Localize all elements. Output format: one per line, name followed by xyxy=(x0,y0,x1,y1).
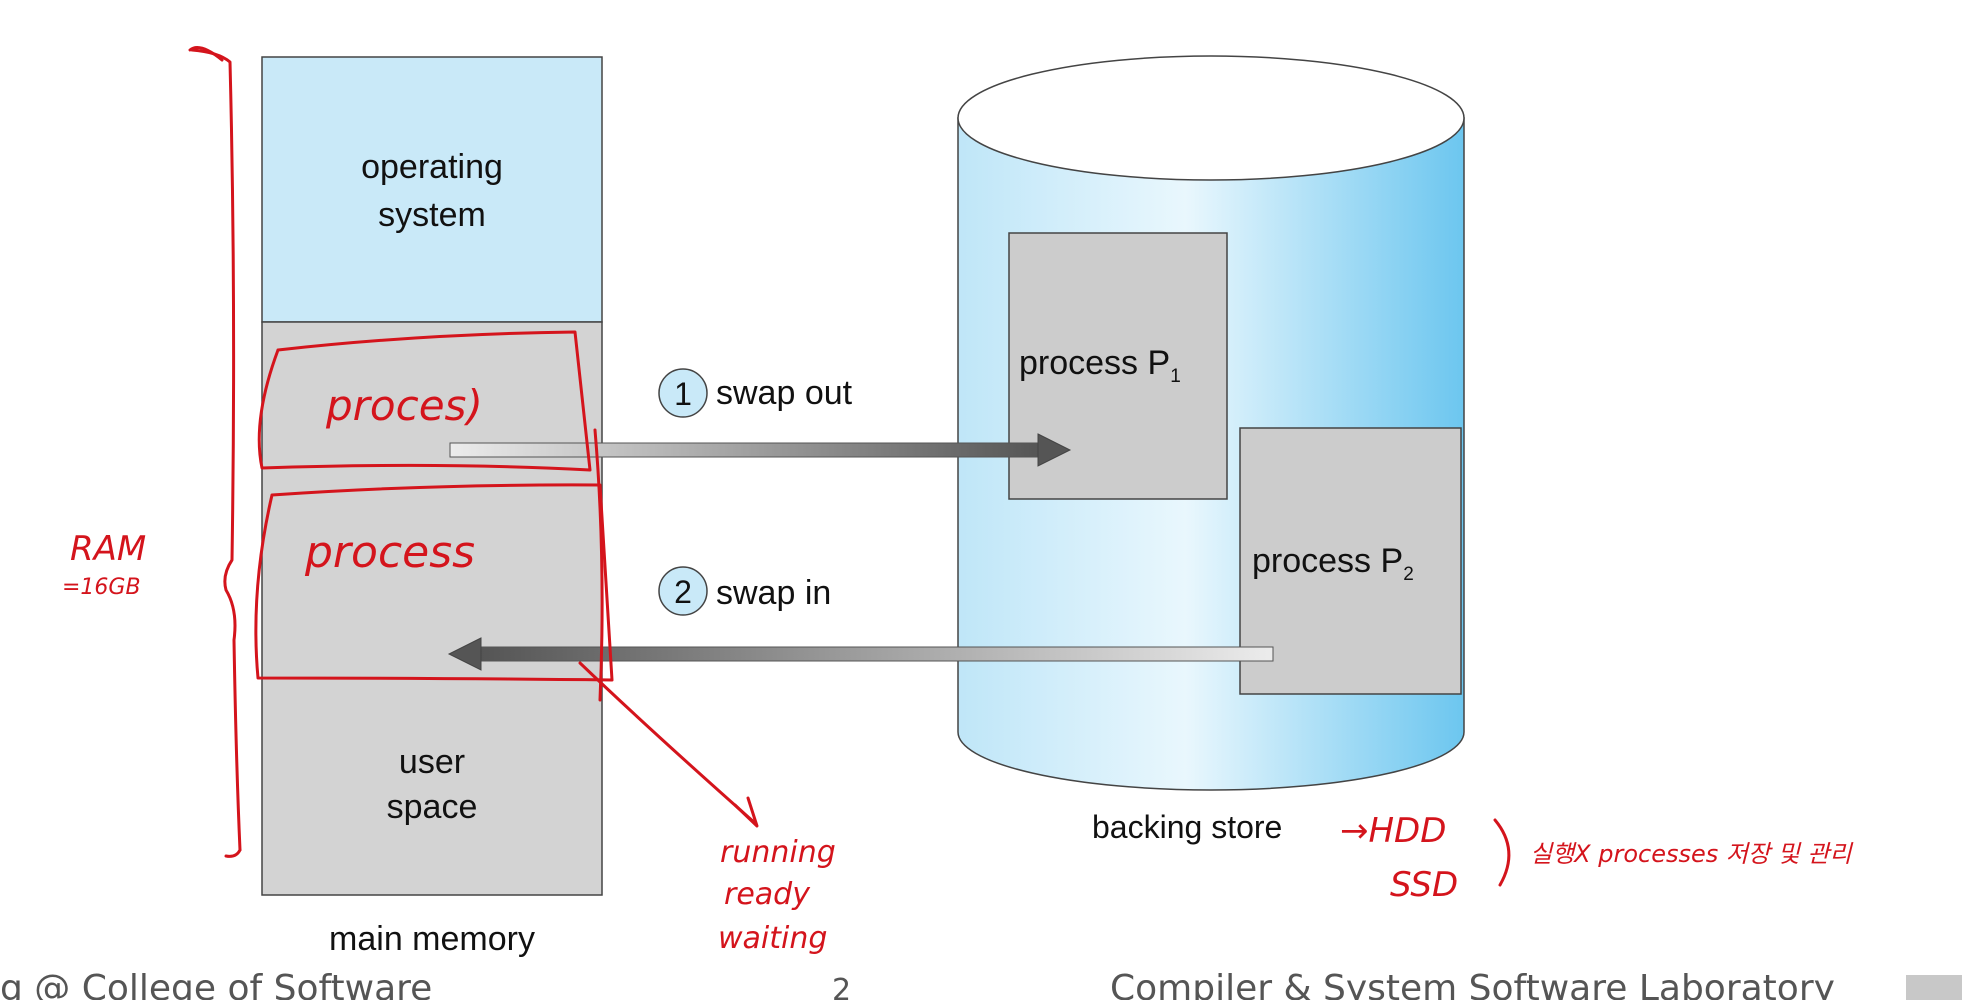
footer-corner-block xyxy=(1906,975,1962,1000)
cylinder-top xyxy=(957,55,1465,181)
swap-in-label: swap in xyxy=(716,574,831,612)
process-box-b xyxy=(254,483,614,682)
storage-note-hdd: →HDD xyxy=(1340,811,1446,851)
state-pointer-head xyxy=(733,796,759,828)
user-space-label-line1: user xyxy=(399,743,465,781)
ram-note-line2: =16GB xyxy=(62,575,141,600)
footer-right: Compiler & System Software Laboratory xyxy=(1110,968,1835,1000)
process-box-a xyxy=(257,330,592,472)
storage-bracket xyxy=(1493,818,1511,887)
process-p1-label: process P1 xyxy=(1019,344,1181,387)
ram-brace-top xyxy=(188,46,224,62)
step-2-badge xyxy=(658,566,708,616)
handwritten-text: RAM =16GB proces) process running ready … xyxy=(62,381,1853,956)
step-2-number: 2 xyxy=(674,574,692,610)
slide-footer: g @ College of Software 2 Compiler & Sys… xyxy=(0,968,1962,1000)
swap-out-label: swap out xyxy=(716,374,853,412)
user-space-label-line2: space xyxy=(387,788,478,826)
os-label-line1: operating xyxy=(361,148,503,186)
step-1-number: 1 xyxy=(674,376,692,412)
process-p2-box xyxy=(1239,427,1462,695)
ram-brace xyxy=(190,48,242,852)
ram-note-line1: RAM xyxy=(70,529,146,569)
user-space-region xyxy=(261,321,603,896)
state-note-waiting: waiting xyxy=(718,921,827,956)
storage-note-ssd: SSD xyxy=(1390,865,1458,905)
handwritten-annotations xyxy=(188,46,1511,887)
ram-brace-bottom xyxy=(224,848,242,858)
process-note-b: process xyxy=(304,527,475,578)
main-memory-caption: main memory xyxy=(329,920,535,958)
footer-left: g @ College of Software xyxy=(0,968,432,1000)
state-note-running: running xyxy=(720,835,836,870)
state-pointer xyxy=(578,661,757,825)
step-1-badge xyxy=(658,368,708,418)
operating-system-region xyxy=(261,56,603,323)
backing-store-caption: backing store xyxy=(1092,809,1282,845)
main-memory: operating system user space main memory xyxy=(261,56,603,958)
footer-page-number: 2 xyxy=(832,973,851,1000)
state-note-ready: ready xyxy=(724,877,811,912)
process-box-c xyxy=(593,428,604,702)
swap-in-arrow xyxy=(447,637,1274,671)
storage-note-description: 실행X processes 저장 및 관리 xyxy=(1530,840,1853,868)
swap-in-step: 2 swap in xyxy=(658,566,831,616)
process-p2-label: process P2 xyxy=(1252,542,1414,585)
os-label-line2: system xyxy=(378,196,486,234)
process-note-a: proces) xyxy=(325,381,483,430)
swap-out-step: 1 swap out xyxy=(658,368,853,418)
